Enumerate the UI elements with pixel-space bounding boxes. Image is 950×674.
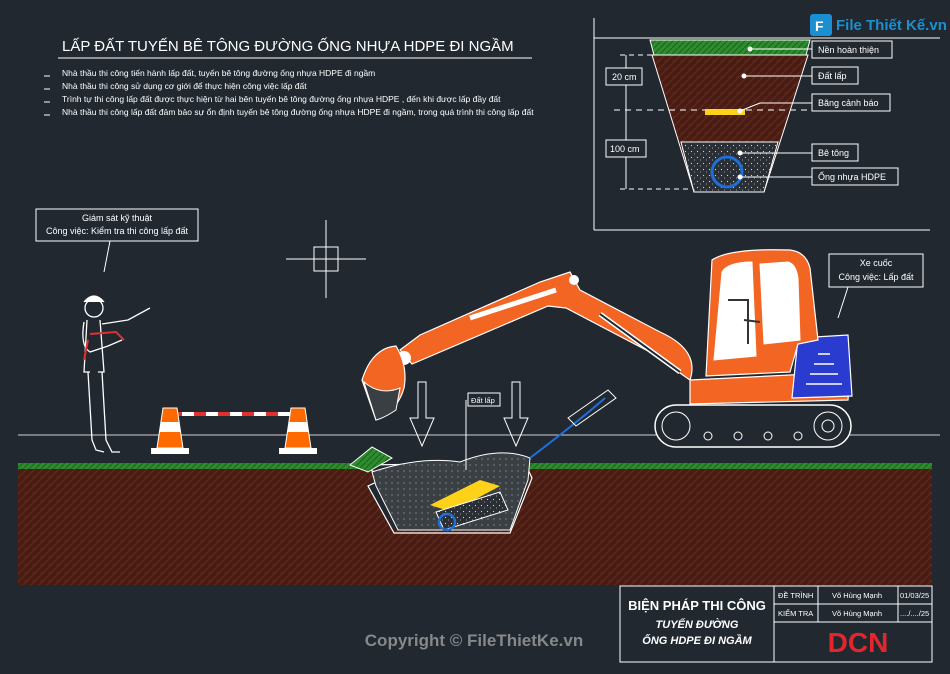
title-block-main: BIỆN PHÁP THI CÔNG [628,598,766,613]
excavator-task: Công việc: Lấp đất [838,272,914,282]
dim-top: 20 cm [612,72,637,82]
tb-row2-date: ..../..../25 [900,609,929,618]
title-section: LẤP ĐẤT TUYẾN BÊ TÔNG ĐƯỜNG ỐNG NHỰA HDP… [44,37,534,117]
traffic-cone-icon [151,407,189,454]
note-2: Nhà thầu thi công sử dụng cơ giới để thự… [62,81,307,91]
logo-icon [810,14,832,36]
tb-row1-label: ĐỀ TRÌNH [778,590,813,600]
pipe-rising [529,397,606,459]
trench-lip [349,446,394,473]
label-finished-surface: Nền hoàn thiện [818,45,879,55]
hdpe-pipe-section [710,155,744,189]
grass-left [18,463,364,469]
tb-row1-date: 01/03/25 [900,591,929,600]
excavator-boom [399,271,693,381]
tb-row1-name: Võ Hùng Mạnh [832,591,882,600]
watermark-logo: F File Thiết Kế.vn [810,14,947,36]
note-1: Nhà thầu thi công tiến hành lấp đất, tuy… [62,68,375,78]
logo-text: File Thiết Kế.vn [836,17,947,34]
note-3: Trình tự thi công lấp đất được thực hiện… [62,94,501,104]
drawing-title: LẤP ĐẤT TUYẾN BÊ TÔNG ĐƯỜNG ỐNG NHỰA HDP… [62,37,514,55]
worker-figure-icon [82,295,151,453]
cad-cursor-icon [286,220,366,298]
excavator-engine [791,334,853,399]
cross-section-detail: 20 cm 100 cm Nền hoàn thiện Đất lấp Băng… [593,18,940,231]
dcn-logo: DCN [828,627,889,658]
notes-list: Nhà thầu thi công tiến hành lấp đất, tuy… [44,68,534,117]
section-concrete [680,141,779,193]
title-block-sub1: TUYẾN ĐƯỜNG [656,618,739,631]
label-backfill: Đất lấp [818,71,847,81]
excavator-icon [361,249,853,448]
tb-row2-label: KIỂM TRA [778,609,813,618]
dim-bottom: 100 cm [610,144,640,154]
title-block-sub2: ỐNG HDPE ĐI NGẦM [642,634,752,647]
trench-label: Đất lấp [471,396,495,405]
soil-mass [18,465,932,585]
supervisor-title: Giám sát kỹ thuật [82,213,153,223]
supervisor-task: Công việc: Kiểm tra thi công lấp đất [46,226,189,236]
excavator-callout: Xe cuốc Công việc: Lấp đất [828,253,924,319]
section-surface [649,39,811,56]
fill-arrows [409,381,529,448]
tb-row2-name: Võ Hùng Mạnh [832,609,882,618]
copyright-watermark: Copyright © FileThietKe.vn [365,631,583,650]
label-hdpe-pipe: Ống nhựa HDPE [818,171,886,182]
svg-text:F: F [815,18,824,34]
label-warning-tape: Băng cảnh báo [818,98,879,108]
label-concrete: Bê tông [818,148,849,158]
excavator-title: Xe cuốc [860,258,893,268]
trench-warning-tape [430,480,500,512]
title-block: BIỆN PHÁP THI CÔNG TUYẾN ĐƯỜNG ỐNG HDPE … [619,585,933,663]
safety-barrier [151,407,317,454]
grass-right [527,463,932,469]
warning-tape [705,109,745,115]
note-4: Nhà thầu thi công lấp đất đảm bảo sự ổn … [62,107,534,117]
trench-pipe [437,512,457,532]
traffic-cone-icon [279,407,317,454]
supervisor-callout: Giám sát kỹ thuật Công việc: Kiểm tra th… [35,208,199,273]
